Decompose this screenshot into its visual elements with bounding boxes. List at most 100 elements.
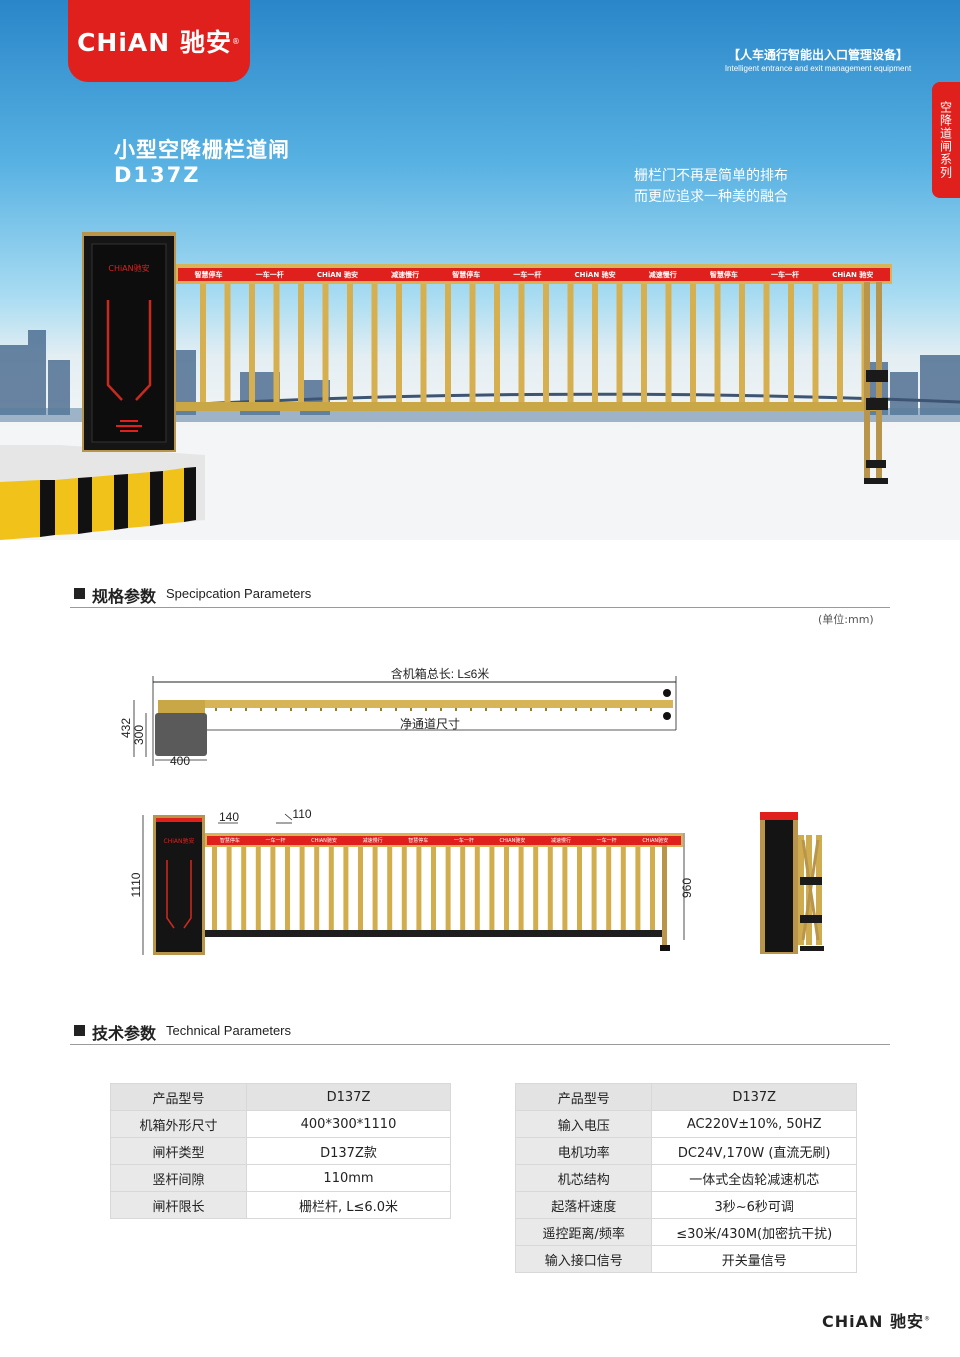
param-name: 机芯结构 <box>514 1164 653 1192</box>
arm-tick <box>290 708 292 711</box>
drawing-post <box>635 847 641 930</box>
series-tab: 空降道闸系列 <box>932 82 960 198</box>
drawing-post <box>241 847 247 930</box>
hero-illustration: CHiAN驰安 <box>0 232 960 540</box>
arm-tick <box>545 708 547 711</box>
drawing-banner-text: CHiAN驰安 <box>499 838 526 844</box>
param-value: DC24V,170W (直流无刷) <box>651 1137 857 1165</box>
svg-text:CHiAN驰安: CHiAN驰安 <box>164 837 195 845</box>
param-name: 产品型号 <box>514 1083 653 1111</box>
drawing-post <box>226 847 232 930</box>
gate-post <box>273 284 280 404</box>
gate-banner-text: 减速慢行 <box>391 270 420 279</box>
drawing-post <box>562 847 568 930</box>
param-value: 3秒~6秒可调 <box>651 1191 857 1219</box>
arm-tick <box>500 708 502 711</box>
dim-400: 400 <box>170 754 190 768</box>
gate-post <box>837 284 843 404</box>
arm-tick <box>590 708 592 711</box>
param-name: 起落杆速度 <box>514 1191 653 1219</box>
arm-tick <box>215 708 217 711</box>
gate-banner-text: CHiAN 驰安 <box>574 270 616 279</box>
drawing-post <box>299 847 305 930</box>
drawing-banner-text: 减速慢行 <box>362 838 383 844</box>
gate-post <box>298 284 304 404</box>
dim-960: 960 <box>680 878 694 898</box>
drawing-banner-text: CHiAN驰安 <box>642 838 669 844</box>
gate-post <box>812 284 819 404</box>
gate-post <box>420 284 427 404</box>
gate-banner-text: 一车一杆 <box>255 270 284 279</box>
table-row: 遥控距离/频率≤30米/430M(加密抗干扰) <box>514 1218 857 1246</box>
param-value: 110mm <box>246 1164 451 1192</box>
registered-mark: ® <box>923 1315 931 1323</box>
product-model: D137Z <box>114 163 201 187</box>
arm-tick <box>530 708 532 711</box>
dim-300: 300 <box>132 725 146 745</box>
gate-post <box>469 284 476 404</box>
dim-432: 432 <box>119 718 133 738</box>
gate-post <box>518 284 525 404</box>
gate-post <box>690 284 696 404</box>
drawing-post <box>577 847 582 930</box>
arm-tick <box>440 708 442 711</box>
drawing-banner-text: 一车一杆 <box>596 838 617 844</box>
drawing-post <box>650 847 655 930</box>
gate-post <box>322 284 329 404</box>
param-name: 闸杆限长 <box>110 1191 247 1219</box>
gate-banner-text: 智慧停车 <box>194 270 223 279</box>
arm-tick <box>320 708 322 711</box>
arm-tick <box>470 708 472 711</box>
drawing-banner-text: 智慧停车 <box>408 838 429 844</box>
spec-section-header: 规格参数 Specipcation Parameters <box>70 583 890 608</box>
drawing-banner-text: 一车一杆 <box>453 838 474 844</box>
param-name: 电机功率 <box>514 1137 653 1165</box>
param-value: 开关量信号 <box>651 1245 857 1273</box>
drawing-post <box>445 847 451 930</box>
gate-post <box>592 284 598 404</box>
drawing-banner-text: 减速慢行 <box>551 838 572 844</box>
param-name: 遥控距离/频率 <box>514 1218 653 1246</box>
arm-tick <box>650 708 652 711</box>
param-name: 竖杆间隙 <box>110 1164 247 1192</box>
dim-1110: 1110 <box>129 872 143 897</box>
drawing-banner-text: CHiAN驰安 <box>311 838 337 844</box>
tech-section-title: 技术参数 <box>92 1024 157 1043</box>
arm-tick <box>275 708 277 711</box>
param-value: AC220V±10%, 50HZ <box>651 1110 857 1138</box>
param-name: 产品型号 <box>110 1083 247 1111</box>
arm-tick <box>245 708 247 711</box>
drawing-banner-text: 智慧停车 <box>219 838 240 844</box>
spec-section-title: 规格参数 <box>92 587 157 606</box>
gate-post <box>200 284 206 404</box>
gate-post <box>494 284 500 404</box>
dim-clear-width: 净通道尺寸 <box>400 717 460 731</box>
param-value: ≤30米/430M(加密抗干扰) <box>651 1218 857 1246</box>
drawing-post <box>431 847 436 930</box>
square-bullet-icon <box>74 1025 85 1036</box>
drawing-post <box>314 847 320 930</box>
svg-text:CHiAN驰安: CHiAN驰安 <box>108 263 149 273</box>
drawing-post <box>212 847 217 930</box>
table-row: 机芯结构一体式全齿轮减速机芯 <box>514 1164 857 1192</box>
dim-140: 140 <box>219 810 239 824</box>
arm-tick <box>620 708 622 711</box>
spec-section-title-en: Specipcation Parameters <box>166 586 312 601</box>
drawing-post <box>489 847 495 930</box>
dim-total-length: 含机箱总长: L≤6米 <box>391 666 490 681</box>
gate-banner-text: CHiAN 驰安 <box>832 270 874 279</box>
gate-post <box>371 284 378 404</box>
param-name: 闸杆类型 <box>110 1137 247 1165</box>
gate-post <box>347 284 353 404</box>
arm-tick <box>410 708 412 711</box>
arm-tick <box>485 708 487 711</box>
